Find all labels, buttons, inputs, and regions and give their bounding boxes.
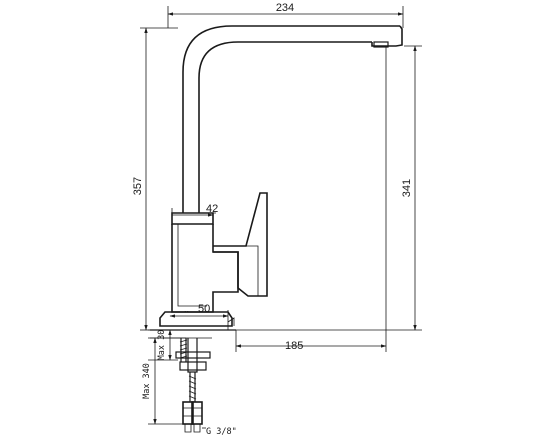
- body-inner-line: [177, 224, 207, 307]
- dim-label-357: 357: [132, 177, 144, 195]
- spout-tip: [371, 25, 403, 47]
- dimension-max-length: Max 340: [142, 337, 186, 425]
- mounting-washer: [175, 351, 211, 359]
- base-plate: [159, 311, 233, 327]
- dimension-total-height: 357: [132, 27, 178, 331]
- dimension-base-offset: 185: [235, 46, 387, 352]
- dimension-handle-offset: 42: [171, 203, 218, 217]
- dimension-max-thickness: Max 30: [148, 329, 178, 361]
- handle-lever-edge: [246, 245, 259, 296]
- dimension-spout-height: 341: [236, 45, 422, 331]
- handle-lever: [213, 192, 268, 297]
- body-width-leader: [227, 317, 235, 326]
- aerator: [373, 41, 389, 48]
- connector-tips: [184, 424, 201, 433]
- dim-label-185: 185: [285, 340, 303, 352]
- dim-label-42: 42: [206, 203, 218, 215]
- dim-label-max-30: Max 30: [157, 330, 167, 361]
- dimension-body-width: 50 ..: [169, 303, 235, 330]
- mounting-shank: [187, 338, 198, 373]
- hose-connector-left: [182, 401, 194, 425]
- dim-label-max-340: Max 340: [142, 363, 152, 399]
- thread-label: G 3/8": [206, 427, 237, 437]
- spout-inner-edge: [198, 41, 372, 213]
- dimension-spout-reach: 234: [167, 2, 404, 28]
- faucet-body-lower: [171, 224, 239, 313]
- dim-dots: ..: [184, 304, 189, 314]
- flex-hose: [189, 372, 196, 402]
- thread-callout: G 3/8": [202, 427, 237, 437]
- dim-label-50: 50: [198, 303, 210, 315]
- dim-label-341: 341: [401, 179, 413, 197]
- faucet-outline: [150, 25, 403, 433]
- connector-hex: [183, 407, 202, 417]
- hose-connector-right: [191, 401, 203, 425]
- rod-threads: [179, 339, 188, 359]
- flex-hose-braid: [188, 375, 197, 400]
- mounting-nut: [179, 361, 207, 371]
- spout-outer-edge: [182, 25, 400, 213]
- dim-label-234: 234: [276, 2, 294, 14]
